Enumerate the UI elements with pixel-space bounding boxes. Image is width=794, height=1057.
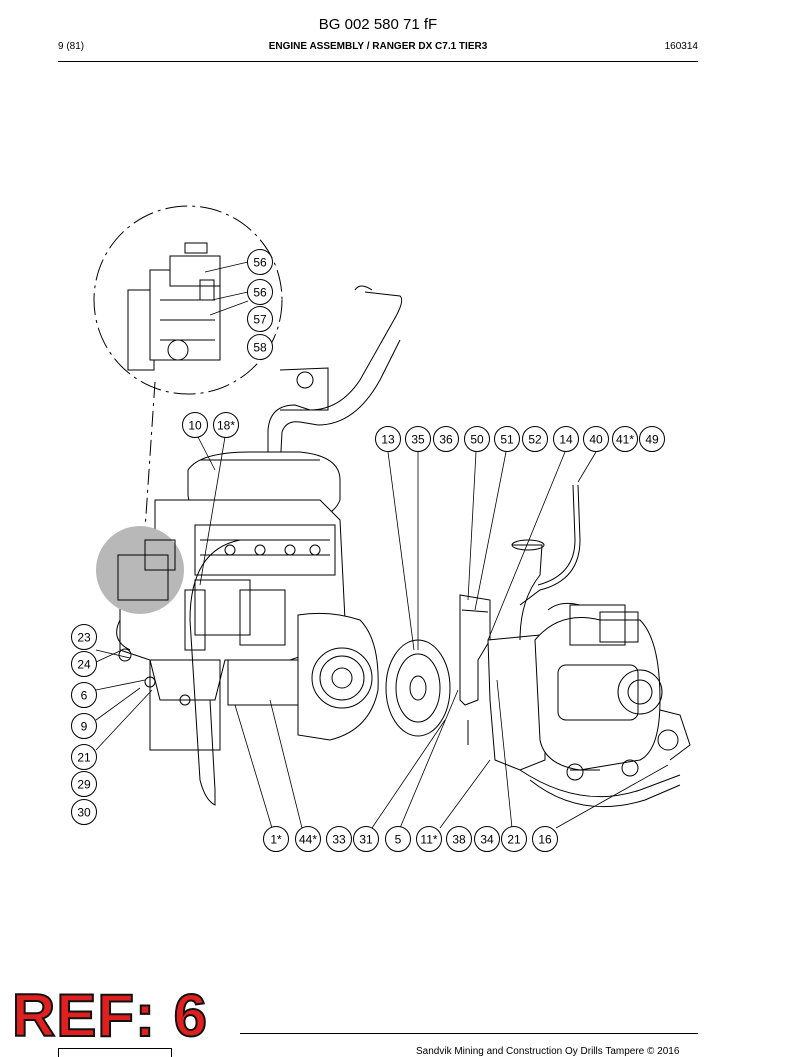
svg-text:35: 35 — [411, 433, 425, 447]
breather-hose — [519, 484, 581, 606]
svg-text:51: 51 — [500, 433, 514, 447]
callout-10: 10 — [182, 412, 208, 438]
callout-41: 41* — [612, 426, 638, 452]
callout-16: 16 — [532, 826, 558, 852]
callout-36: 36 — [433, 426, 459, 452]
callout-11: 11* — [416, 826, 442, 852]
leader-lines — [95, 261, 669, 829]
svg-text:40: 40 — [589, 433, 603, 447]
svg-text:52: 52 — [528, 433, 542, 447]
detail-view-circle — [93, 205, 283, 395]
callout-24: 24 — [71, 651, 97, 677]
detail-leader-line — [144, 381, 156, 531]
svg-text:34: 34 — [480, 833, 494, 847]
svg-text:16: 16 — [538, 833, 552, 847]
exhaust-pipe — [267, 285, 403, 471]
callout-detail-56b: 56 — [247, 279, 273, 305]
svg-text:36: 36 — [439, 433, 453, 447]
date-code: 160314 — [664, 41, 698, 52]
svg-text:21: 21 — [77, 751, 91, 765]
svg-text:50: 50 — [470, 433, 484, 447]
callout-35: 35 — [405, 426, 431, 452]
callout-51: 51 — [494, 426, 520, 452]
intake-hose — [189, 539, 241, 806]
svg-text:56: 56 — [253, 256, 267, 270]
reference-stamp: REF: 6 — [11, 982, 209, 1049]
callout-44: 44* — [295, 826, 321, 852]
svg-text:11*: 11* — [420, 833, 437, 847]
adapter-plate — [459, 594, 491, 745]
svg-text:9: 9 — [81, 720, 88, 734]
callout-31: 31 — [353, 826, 379, 852]
footer-copyright: Sandvik Mining and Construction Oy Drill… — [416, 1046, 680, 1057]
svg-text:5: 5 — [395, 833, 402, 847]
footer-rule — [240, 1033, 698, 1034]
svg-text:6: 6 — [81, 689, 88, 703]
callout-50: 50 — [464, 426, 490, 452]
page-title: ENGINE ASSEMBLY / RANGER DX C7.1 TIER3 — [268, 41, 488, 52]
callout-detail-57: 57 — [247, 306, 273, 332]
svg-text:58: 58 — [253, 341, 267, 355]
svg-text:21: 21 — [507, 833, 521, 847]
detail-view-parts — [127, 242, 221, 371]
callout-34: 34 — [474, 826, 500, 852]
svg-text:29: 29 — [77, 778, 91, 792]
svg-text:10: 10 — [188, 419, 202, 433]
callout-14: 14 — [553, 426, 579, 452]
callout-21-left: 21 — [71, 744, 97, 770]
svg-text:57: 57 — [253, 313, 267, 327]
callout-18: 18* — [213, 412, 239, 438]
svg-text:33: 33 — [332, 833, 346, 847]
callout-33: 33 — [326, 826, 352, 852]
callout-49: 49 — [639, 426, 665, 452]
svg-text:44*: 44* — [299, 833, 317, 847]
callout-52: 52 — [522, 426, 548, 452]
document-number: BG 002 580 71 fF — [318, 16, 438, 33]
callout-21-bottom: 21 — [501, 826, 527, 852]
svg-text:49: 49 — [645, 433, 659, 447]
svg-text:30: 30 — [77, 806, 91, 820]
svg-text:23: 23 — [77, 631, 91, 645]
callout-29: 29 — [71, 771, 97, 797]
header-rule — [58, 61, 698, 62]
callout-40: 40 — [583, 426, 609, 452]
svg-text:14: 14 — [559, 433, 573, 447]
svg-text:18*: 18* — [217, 419, 235, 433]
callout-1: 1* — [263, 826, 289, 852]
svg-text:31: 31 — [359, 833, 373, 847]
page-number: 9 (81) — [58, 41, 85, 52]
svg-text:24: 24 — [77, 658, 91, 672]
callout-13: 13 — [375, 426, 401, 452]
detail-region-parts — [117, 539, 176, 601]
svg-text:38: 38 — [452, 833, 466, 847]
svg-text:1*: 1* — [270, 833, 282, 847]
callout-38: 38 — [446, 826, 472, 852]
callout-9: 9 — [71, 713, 97, 739]
callout-detail-56a: 56 — [247, 249, 273, 275]
svg-text:13: 13 — [381, 433, 395, 447]
hydraulic-pump-unit — [487, 539, 691, 808]
flywheel-coupling — [385, 639, 451, 737]
callout-6: 6 — [71, 682, 97, 708]
callout-30: 30 — [71, 799, 97, 825]
flywheel-housing — [297, 612, 379, 741]
callout-5: 5 — [385, 826, 411, 852]
svg-text:56: 56 — [253, 286, 267, 300]
callout-detail-58: 58 — [247, 334, 273, 360]
svg-text:41*: 41* — [616, 433, 634, 447]
callout-23: 23 — [71, 624, 97, 650]
